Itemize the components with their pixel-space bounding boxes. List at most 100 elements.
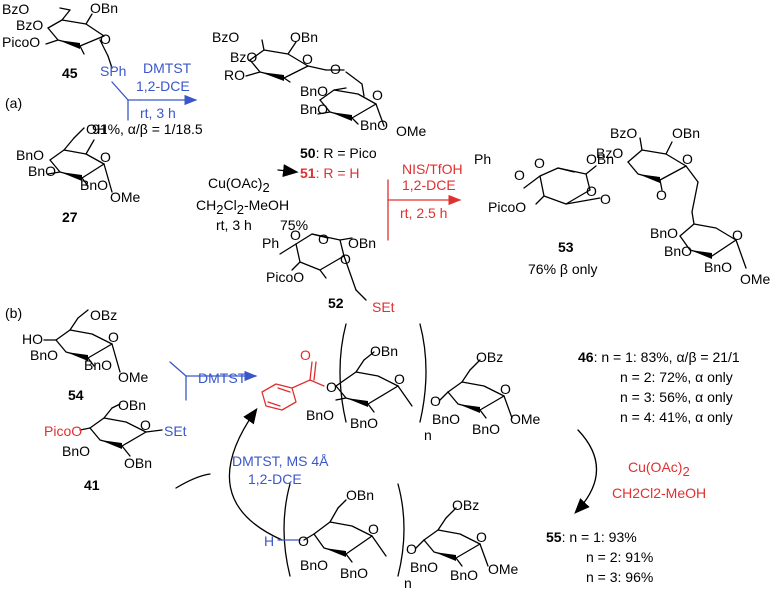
reaction-arrow-1 bbox=[111, 81, 198, 121]
cycle-arrow-dmtst bbox=[169, 361, 258, 401]
group-obn-53a: OBn bbox=[586, 151, 614, 167]
reagent-nis: NIS/TfOH bbox=[402, 161, 463, 177]
ring-o-50a: O bbox=[302, 51, 313, 67]
line-50-text: : R = Pico bbox=[316, 145, 377, 161]
ring-o-46a: O bbox=[394, 371, 405, 387]
group-obn-53b: OBn bbox=[672, 125, 700, 141]
reagent-dmtst-1: DMTST bbox=[143, 60, 192, 76]
link-o-50: O bbox=[330, 61, 341, 77]
group-bno-50b: BnO bbox=[300, 101, 328, 117]
group-ome-53: OMe bbox=[740, 271, 771, 287]
carbonyl-o-46: O bbox=[300, 347, 311, 363]
group-bno-53c: BnO bbox=[704, 259, 732, 275]
group-obn-55: OBn bbox=[346, 487, 374, 503]
group-ome-54: OMe bbox=[118, 369, 149, 385]
ring-o-53b: O bbox=[586, 183, 597, 199]
repeat-n-46: n bbox=[424, 427, 432, 443]
group-obz-54: OBz bbox=[90, 307, 117, 323]
group-picoo-41: PicoO bbox=[44, 423, 82, 439]
solvent-dce-2: 1,2-DCE bbox=[402, 177, 456, 193]
compound-label-51: 51 bbox=[300, 165, 316, 181]
compound-27-structure bbox=[47, 127, 113, 193]
cycle-reagent-2b: 1,2-DCE bbox=[248, 471, 302, 487]
ring-o-46b: O bbox=[500, 381, 511, 397]
cycle-arrow-left bbox=[228, 407, 283, 541]
results-46-r3: n = 3: 56%, α only bbox=[620, 389, 733, 405]
group-bno-27a: BnO bbox=[16, 147, 44, 163]
deprotect-solvent: CH2Cl2-MeOH bbox=[196, 197, 289, 217]
ring-o-27: O bbox=[100, 149, 111, 165]
compound-54-structure bbox=[43, 309, 121, 373]
compound-label-46: 46 bbox=[578, 349, 594, 365]
cycle-arrow-feed bbox=[175, 473, 211, 489]
ring-o-55b: O bbox=[476, 529, 487, 545]
results-55-r1: 55: n = 1: 93% bbox=[546, 529, 637, 545]
group-ome-27: OMe bbox=[110, 189, 141, 205]
compound-label-53: 53 bbox=[558, 239, 574, 255]
group-ho-54: HO bbox=[22, 331, 43, 347]
line-50: 50: R = Pico bbox=[300, 145, 377, 161]
group-bno-55b: BnO bbox=[340, 565, 368, 581]
compound-50-structure bbox=[245, 39, 385, 127]
group-obn-52: OBn bbox=[348, 235, 376, 251]
group-bno-55d: BnO bbox=[450, 567, 478, 583]
line-51-text: : R = H bbox=[316, 165, 360, 181]
group-bzo-53a: BzO bbox=[610, 125, 637, 141]
results-46-r1: 46: n = 1: 83%, α/β = 21/1 bbox=[578, 349, 740, 365]
group-ome-46: OMe bbox=[510, 411, 541, 427]
group-bzo-50a: BzO bbox=[212, 29, 239, 45]
group-picoo-53: PicoO bbox=[488, 199, 526, 215]
group-bno-27c: BnO bbox=[80, 177, 108, 193]
result-1: 91%, α/β = 1/18.5 bbox=[92, 121, 203, 137]
group-bno-46b: BnO bbox=[350, 415, 378, 431]
acetal-o-53: O bbox=[514, 167, 525, 183]
group-bzo-50b: BzO bbox=[230, 49, 257, 65]
group-set-41: SEt bbox=[164, 423, 187, 439]
cycle-reagent-2a: DMTST, MS 4Å bbox=[232, 453, 329, 469]
cycle-reagent-3b: CH2Cl2-MeOH bbox=[612, 485, 706, 501]
group-bno-27b: BnO bbox=[28, 163, 56, 179]
line-51: 51: R = H bbox=[300, 165, 360, 181]
deprotect-reagent: Cu(OAc)2 bbox=[208, 175, 270, 195]
link-o-46: O bbox=[430, 393, 441, 409]
ring-o-50b: O bbox=[372, 87, 383, 103]
group-bno-46d: BnO bbox=[472, 421, 500, 437]
compound-label-45: 45 bbox=[62, 65, 78, 81]
ring-o-53c: O bbox=[682, 151, 693, 167]
group-obn-50: OBn bbox=[290, 29, 318, 45]
compound-52-structure bbox=[279, 233, 367, 301]
cycle-reagent-1: DMTST bbox=[198, 370, 247, 386]
compound-label-41: 41 bbox=[84, 477, 100, 493]
group-bno-46c: BnO bbox=[432, 411, 460, 427]
compound-label-52: 52 bbox=[328, 295, 344, 311]
label-part-b: (b) bbox=[5, 305, 22, 321]
cycle-arrow-right bbox=[574, 429, 598, 514]
group-h-55: H bbox=[264, 533, 274, 549]
group-obn-45: OBn bbox=[90, 0, 118, 16]
group-picoo-45: PicoO bbox=[2, 34, 40, 50]
group-set-52: SEt bbox=[372, 299, 395, 315]
group-picoo-52: PicoO bbox=[266, 269, 304, 285]
group-bzo-45b: BzO bbox=[16, 17, 43, 33]
reaction-arrow-2 bbox=[387, 179, 462, 241]
group-ph-52: Ph bbox=[262, 235, 279, 251]
compound-label-54: 54 bbox=[68, 387, 84, 403]
group-oh-27: OH bbox=[86, 121, 107, 137]
link-o-55: O bbox=[406, 541, 417, 557]
ring-o-52b: O bbox=[340, 251, 351, 267]
group-obz-46: OBz bbox=[476, 349, 503, 365]
conditions-1: rt, 3 h bbox=[140, 105, 176, 121]
deprotect-yield: 75% bbox=[280, 217, 308, 233]
link-o-53b: O bbox=[656, 187, 667, 203]
group-bno-50a: BnO bbox=[300, 83, 328, 99]
ring-o-45: O bbox=[100, 31, 111, 47]
o-55a: O bbox=[298, 533, 309, 549]
ring-o-53d: O bbox=[732, 227, 743, 243]
acetal-o-52: O bbox=[290, 227, 301, 243]
deprotect-conditions: rt, 3 h bbox=[216, 217, 252, 233]
results-46-r2: n = 2: 72%, α only bbox=[620, 369, 733, 385]
compound-label-27: 27 bbox=[62, 209, 78, 225]
compound-46-structure bbox=[261, 323, 513, 423]
ring-o-41: O bbox=[140, 417, 151, 433]
